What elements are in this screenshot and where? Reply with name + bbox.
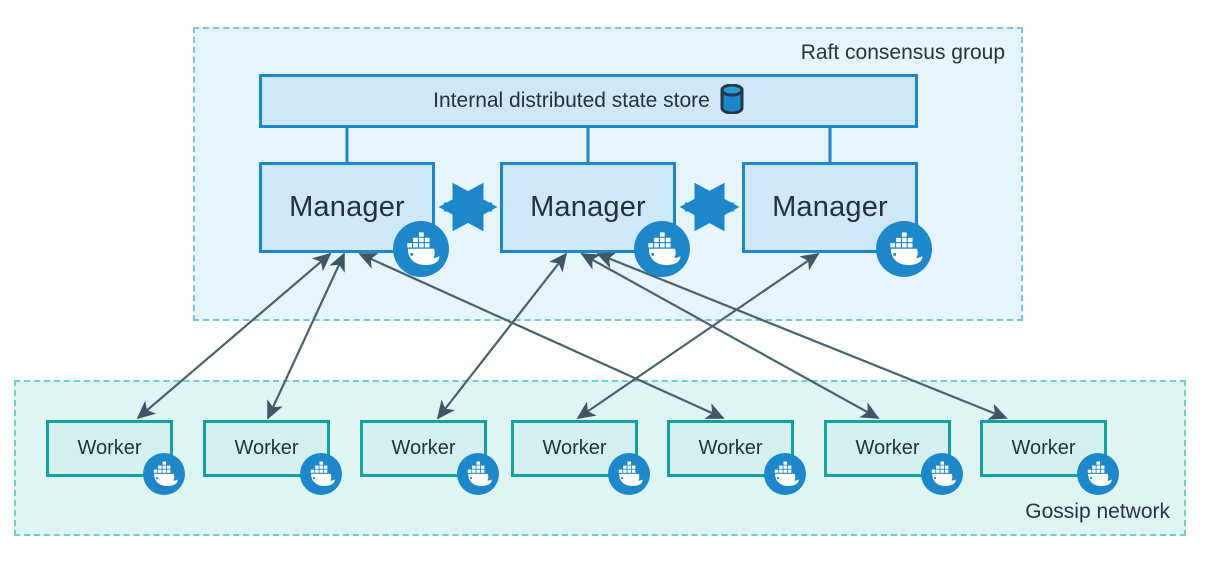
state-store-box: Internal distributed state store: [259, 74, 918, 128]
worker-node-2-label: Worker: [234, 437, 299, 459]
manager-node-2-label: Manager: [530, 191, 646, 223]
docker-whale-icon-worker-3: [457, 453, 499, 495]
worker-node-4-label: Worker: [542, 437, 607, 459]
docker-whale-icon-manager-2: [634, 221, 690, 277]
manager-node-3: Manager: [742, 162, 918, 253]
gossip-network-zone-label: Gossip network: [1025, 500, 1170, 523]
docker-whale-icon-worker-5: [764, 453, 806, 495]
docker-whale-icon-manager-3: [876, 221, 932, 277]
raft-consensus-zone-label: Raft consensus group: [800, 41, 1005, 64]
worker-node-1: Worker: [46, 420, 173, 477]
docker-whale-icon-worker-6: [921, 453, 963, 495]
docker-whale-icon-worker-7: [1077, 453, 1119, 495]
state-store-label: Internal distributed state store: [433, 89, 710, 112]
worker-node-6-label: Worker: [855, 437, 920, 459]
database-cylinder-icon: [720, 83, 744, 119]
manager-node-3-label: Manager: [772, 191, 888, 223]
worker-node-5-label: Worker: [698, 437, 763, 459]
worker-node-3-label: Worker: [391, 437, 456, 459]
docker-whale-icon-worker-4: [608, 453, 650, 495]
worker-node-3: Worker: [360, 420, 487, 477]
manager-node-1-label: Manager: [289, 191, 405, 223]
worker-node-7-label: Worker: [1011, 437, 1076, 459]
docker-whale-icon-worker-2: [300, 453, 342, 495]
docker-whale-icon-manager-1: [393, 221, 449, 277]
manager-node-2: Manager: [500, 162, 676, 253]
worker-node-1-label: Worker: [77, 437, 142, 459]
docker-whale-icon-worker-1: [143, 453, 185, 495]
